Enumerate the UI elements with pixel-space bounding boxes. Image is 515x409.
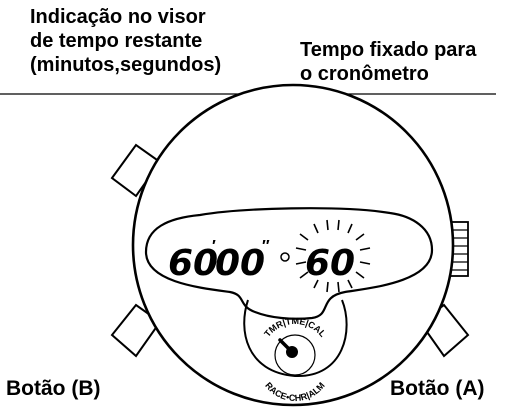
remaining-minutes: 60 <box>168 243 218 284</box>
second-mark: ″ <box>262 238 270 255</box>
flashing-rays <box>295 219 371 293</box>
minute-mark: ′ <box>212 238 216 255</box>
label-remaining-time-line-3: (minutos,segundos) <box>30 54 222 76</box>
label-button-a: Botão (A) <box>390 377 485 400</box>
label-timer-set-line-1: Tempo fixado para <box>300 39 477 61</box>
mode-dial-recess <box>243 299 348 378</box>
label-remaining-time: Indicação no visor de tempo restante (mi… <box>30 5 221 77</box>
label-remaining-time-line-2: de tempo restante <box>30 30 203 52</box>
label-timer-set: Tempo fixado para o cronômetro <box>300 38 476 86</box>
timer-set-value: 60 <box>305 243 355 284</box>
label-remaining-time-line-1: Indicação no visor <box>30 6 206 28</box>
label-timer-set-line-2: o cronômetro <box>300 63 429 85</box>
separator-dot <box>280 252 290 262</box>
label-button-b: Botão (B) <box>6 377 101 400</box>
remaining-seconds: 00 <box>215 243 265 284</box>
